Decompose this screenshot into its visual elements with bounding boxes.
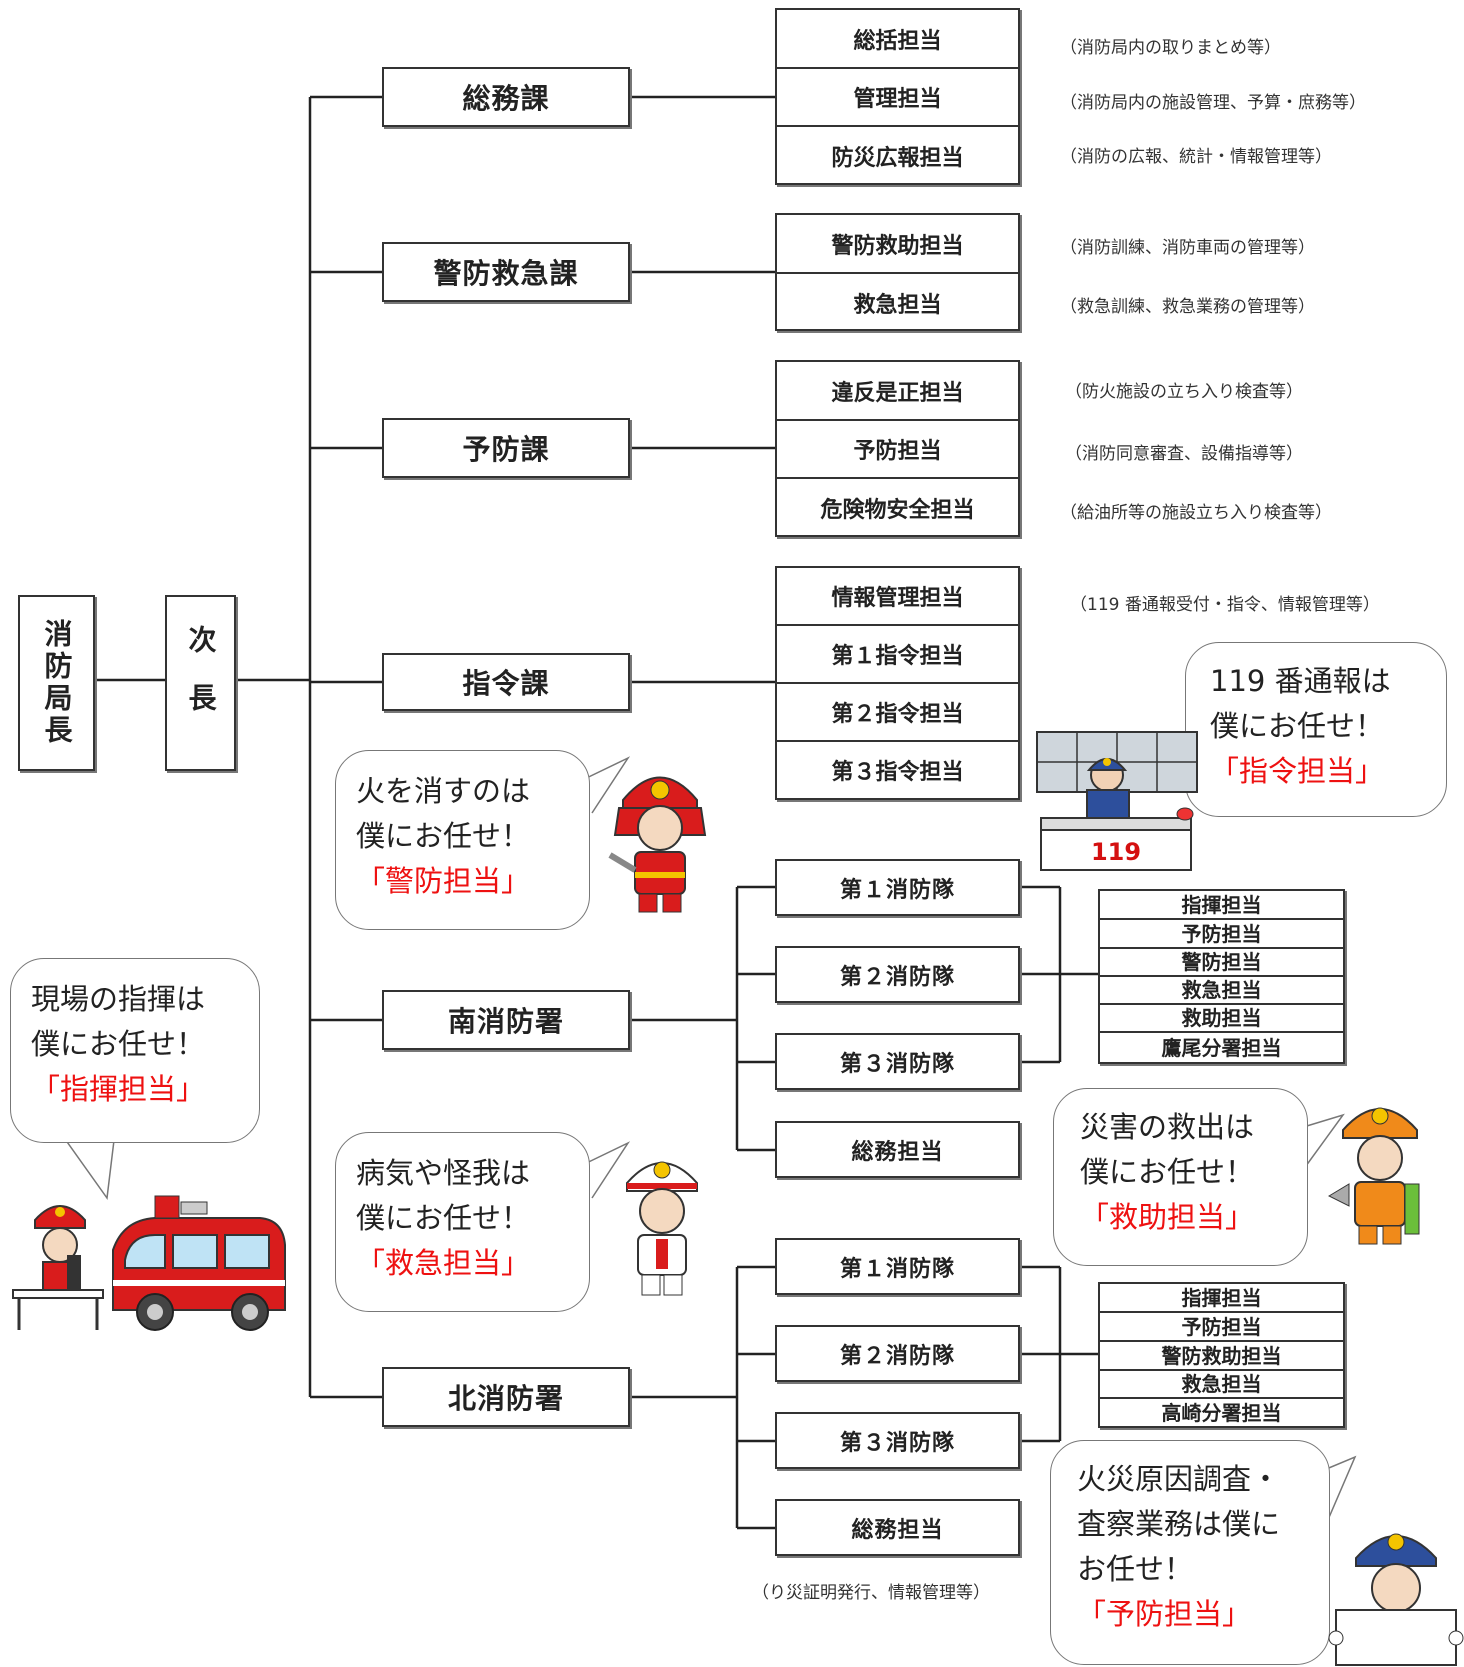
dispatch-teams: 情報管理担当 第１指令担当 第２指令担当 第３指令担当 (775, 566, 1020, 800)
note-general-3: （消防の広報、統計・情報管理等） (1060, 147, 1332, 167)
team-cell: 警防救助担当 (777, 215, 1018, 274)
note-general-2: （消防局内の施設管理、予算・庶務等） (1060, 93, 1366, 113)
speech-bubble-command: 現場の指揮は 僕にお任せ！ 「指揮担当」 (10, 958, 260, 1143)
division-prevention: 予防課 (382, 418, 630, 478)
role-cell: 警防担当 (1100, 949, 1343, 977)
note-general-1: （消防局内の取りまとめ等） (1060, 38, 1281, 58)
role-cell: 救急担当 (1100, 1371, 1343, 1399)
deputy-chief-box: 次長 (165, 595, 236, 771)
role-cell: 救助担当 (1100, 1005, 1343, 1033)
team-cell: 第１指令担当 (777, 626, 1018, 684)
speech-bubble-dispatch: 119 番通報は 僕にお任せ！ 「指令担当」 (1185, 642, 1447, 817)
role-cell: 鷹尾分署担当 (1161, 1035, 1282, 1060)
team-cell: 管理担当 (777, 69, 1018, 127)
note-north-general: （り災証明発行、情報管理等） (752, 1583, 990, 1603)
north-team-2: 第２消防隊 (775, 1325, 1020, 1382)
south-team-1: 第１消防隊 (775, 859, 1020, 916)
team-cell: 第２指令担当 (777, 684, 1018, 742)
team-cell: 第３指令担当 (831, 760, 964, 785)
note-dispatch-1: （119 番通報受付・指令、情報管理等） (1070, 595, 1380, 615)
north-roles: 指揮担当 予防担当 警防救助担当 救急担当 高崎分署担当 (1098, 1282, 1345, 1428)
operations-ems-teams: 警防救助担当 救急担当 (775, 213, 1020, 331)
role-cell: 救急担当 (1100, 977, 1343, 1005)
paramedic-illustration (626, 1161, 698, 1296)
division-general-affairs: 総務課 (382, 67, 630, 127)
north-team-1: 第１消防隊 (775, 1238, 1020, 1295)
role-cell: 予防担当 (1100, 1313, 1343, 1342)
note-ops-1: （消防訓練、消防車両の管理等） (1060, 238, 1315, 258)
team-cell: 違反是正担当 (777, 362, 1018, 421)
role-cell: 警防救助担当 (1100, 1342, 1343, 1371)
team-cell: 情報管理担当 (777, 568, 1018, 626)
team-cell: 防災広報担当 (831, 146, 964, 171)
station-north: 北消防署 (382, 1367, 630, 1427)
south-roles: 指揮担当 予防担当 警防担当 救急担当 救助担当 鷹尾分署担当 (1098, 889, 1345, 1064)
note-prev-1: （防火施設の立ち入り検査等） (1065, 382, 1303, 402)
station-south: 南消防署 (382, 990, 630, 1050)
general-affairs-teams: 総括担当 管理担当 防災広報担当 (775, 8, 1020, 185)
rescue-worker-illustration (1327, 1107, 1420, 1245)
console-119-label: 119 (1091, 838, 1141, 866)
role-cell: 予防担当 (1100, 920, 1343, 949)
team-cell: 総括担当 (777, 10, 1018, 69)
role-cell: 指揮担当 (1100, 1284, 1343, 1313)
north-general-team: 総務担当 (775, 1499, 1020, 1556)
note-ops-2: （救急訓練、救急業務の管理等） (1060, 297, 1315, 317)
firefighter-illustration (608, 776, 707, 913)
inspector-illustration (1328, 1533, 1464, 1666)
division-dispatch: 指令課 (382, 653, 630, 711)
team-cell: 予防担当 (777, 421, 1018, 479)
speech-bubble-rescue: 災害の救出は 僕にお任せ！ 「救助担当」 (1053, 1088, 1308, 1266)
dispatch-console-illustration: 119 (1036, 731, 1198, 871)
command-vehicle-illustration (12, 1195, 286, 1331)
prevention-teams: 違反是正担当 予防担当 危険物安全担当 (775, 360, 1020, 537)
speech-bubble-ems: 病気や怪我は 僕にお任せ！ 「救急担当」 (335, 1132, 590, 1312)
division-operations-ems: 警防救急課 (382, 242, 630, 302)
speech-bubble-prevention: 火災原因調査・ 査察業務は僕に お任せ！ 「予防担当」 (1050, 1440, 1330, 1665)
note-prev-2: （消防同意審査、設備指導等） (1065, 444, 1303, 464)
team-cell: 救急担当 (853, 292, 942, 318)
team-cell: 危険物安全担当 (820, 498, 975, 523)
role-cell: 高崎分署担当 (1161, 1400, 1282, 1425)
north-team-3: 第３消防隊 (775, 1412, 1020, 1469)
speech-bubble-firefight: 火を消すのは 僕にお任せ！ 「警防担当」 (335, 750, 590, 930)
south-team-3: 第３消防隊 (775, 1033, 1020, 1090)
south-team-2: 第２消防隊 (775, 946, 1020, 1003)
note-prev-3: （給油所等の施設立ち入り検査等） (1060, 503, 1332, 523)
fire-chief-label: 消防局長 (40, 619, 74, 747)
south-general-team: 総務担当 (775, 1121, 1020, 1178)
role-cell: 指揮担当 (1100, 891, 1343, 920)
fire-chief-box: 消防局長 (18, 595, 95, 771)
bubble-tail (59, 1131, 116, 1200)
deputy-chief-label: 次長 (184, 625, 218, 741)
